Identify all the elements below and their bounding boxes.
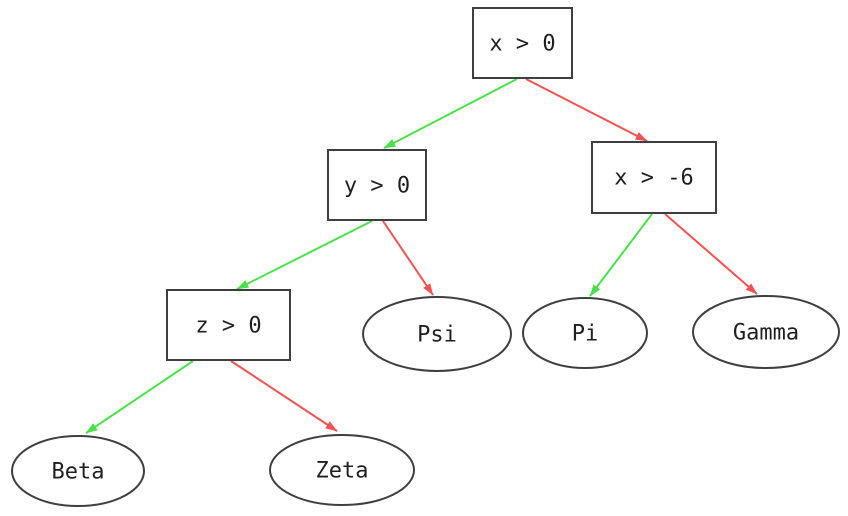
node-pi-ellipse <box>522 297 648 369</box>
node-gamma-ellipse <box>692 295 840 369</box>
node-x6-box <box>591 141 717 214</box>
edge-z0-to-zeta-false <box>230 360 338 432</box>
node-z0-label: z > 0 <box>195 314 261 339</box>
edge-root-to-x6-false <box>525 78 648 142</box>
node-root-box <box>472 7 573 79</box>
node-psi-ellipse <box>362 296 512 372</box>
node-zeta-ellipse <box>269 434 415 506</box>
node-beta-label: Beta <box>52 460 105 485</box>
node-z0: z > 0 <box>166 289 291 361</box>
edge-x6-to-pi-true <box>589 213 653 297</box>
node-root: x > 0 <box>472 7 573 79</box>
node-pi: Pi <box>522 297 648 369</box>
node-gamma: Gamma <box>692 295 840 369</box>
node-beta: Beta <box>11 435 145 507</box>
edge-y0-to-z0-true <box>236 220 373 290</box>
node-x6: x > -6 <box>591 141 717 214</box>
node-y0-label: y > 0 <box>344 174 410 199</box>
edge-x6-to-gamma-false <box>664 213 758 295</box>
node-y0: y > 0 <box>327 149 427 221</box>
node-psi: Psi <box>362 296 512 372</box>
node-zeta: Zeta <box>269 434 415 506</box>
edge-z0-to-beta-true <box>85 360 194 434</box>
edge-root-to-y0-true <box>383 78 518 149</box>
edge-y0-to-psi-false <box>382 220 434 296</box>
node-zeta-label: Zeta <box>316 459 369 484</box>
node-beta-ellipse <box>11 435 145 507</box>
edges-layer <box>85 78 758 434</box>
node-z0-box <box>166 289 291 361</box>
node-pi-label: Pi <box>572 322 599 347</box>
node-x6-label: x > -6 <box>614 166 693 191</box>
node-root-label: x > 0 <box>489 32 555 57</box>
node-gamma-label: Gamma <box>733 321 799 346</box>
node-psi-label: Psi <box>417 323 457 348</box>
node-y0-box <box>327 149 427 221</box>
